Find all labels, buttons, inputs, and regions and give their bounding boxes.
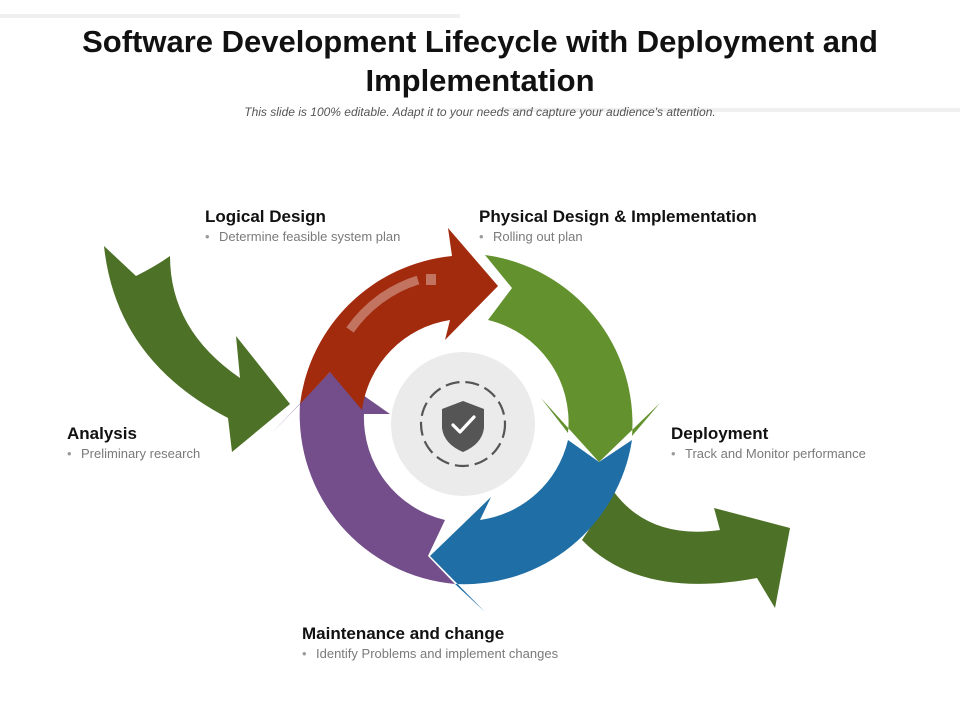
exit-arrow <box>582 492 790 608</box>
stage-description: • Track and Monitor performance <box>671 444 866 464</box>
stage-title: Analysis <box>67 424 137 443</box>
stage-description-text: Identify Problems and implement changes <box>316 646 559 661</box>
stage-description: • Rolling out plan <box>479 227 757 247</box>
bullet-icon: • <box>479 229 484 244</box>
ring-arrow-physical-design <box>485 255 660 462</box>
stage-physical-design: Physical Design & Implementation • Rollin… <box>479 207 757 247</box>
stage-logical-design: Logical Design • Determine feasible syste… <box>205 207 400 247</box>
stage-title: Maintenance and change <box>302 624 505 643</box>
stage-description-text: Determine feasible system plan <box>219 229 401 244</box>
slide-subtitle: This slide is 100% editable. Adapt it to… <box>244 105 716 119</box>
stage-description-text: Track and Monitor performance <box>685 446 866 461</box>
ring-arrow-deployment <box>430 440 632 612</box>
stage-description: • Identify Problems and implement changes <box>302 644 558 664</box>
bullet-icon: • <box>67 446 72 461</box>
bullet-icon: • <box>671 446 676 461</box>
top-decor-rule <box>0 14 460 18</box>
shield-check-icon <box>419 380 507 468</box>
entry-arrow <box>104 246 290 452</box>
stage-title: Deployment <box>671 424 769 443</box>
stage-description: • Determine feasible system plan <box>205 227 400 247</box>
stage-description-text: Rolling out plan <box>493 229 583 244</box>
ring-arrow-maintenance <box>270 372 455 584</box>
ring-highlight <box>346 275 420 333</box>
stage-analysis: Analysis • Preliminary research <box>67 424 200 464</box>
stage-maintenance: Maintenance and change • Identify Problem… <box>302 624 558 664</box>
stage-title: Physical Design & Implementation <box>479 207 757 226</box>
stage-title: Logical Design <box>205 207 326 226</box>
bullet-icon: • <box>205 229 210 244</box>
stage-description: • Preliminary research <box>67 444 200 464</box>
subtitle-decor-rule <box>500 108 960 112</box>
stage-description-text: Preliminary research <box>81 446 201 461</box>
stage-deployment: Deployment • Track and Monitor performanc… <box>671 424 866 464</box>
bullet-icon: • <box>302 646 307 661</box>
slide-title: Software Development Lifecycle with Depl… <box>82 24 878 98</box>
ring-arrow-logical-design <box>300 228 498 410</box>
ring-highlight-dash <box>426 274 436 285</box>
